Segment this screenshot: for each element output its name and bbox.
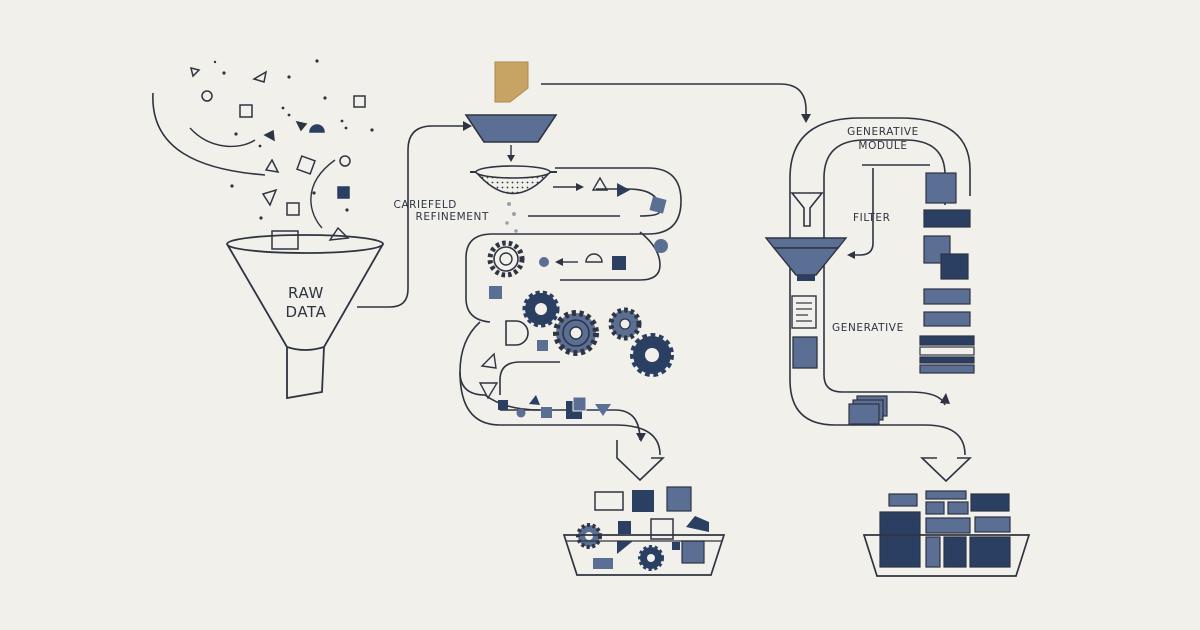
raw-data-stage: RAW DATA	[152, 59, 472, 400]
gear-icon	[576, 523, 602, 549]
falling-grains	[505, 202, 518, 233]
raw-data-funnel	[226, 234, 384, 400]
arrow-head-icon	[463, 121, 472, 131]
arrow-head-icon	[507, 155, 515, 162]
input-stream-curve	[152, 92, 266, 176]
refinement-to-generative-connector	[541, 83, 807, 116]
gear-icon	[553, 310, 599, 356]
filter-funnel-icon	[790, 192, 824, 227]
input-stream-curve	[310, 159, 336, 229]
arrow-head-icon	[940, 393, 950, 404]
gear-icon	[638, 545, 664, 571]
down-arrow-icon	[920, 457, 972, 483]
refinement-stage: CARIEFELD REFINEMENT	[393, 61, 811, 576]
generated-block	[792, 336, 818, 369]
generative-module-label-top: GENERATIVE	[847, 126, 919, 138]
refined-output-bin	[562, 486, 726, 576]
refinement-label-top: CARIEFELD	[393, 199, 457, 211]
raw-data-label-bottom: DATA	[285, 303, 326, 321]
generative-label: GENERATIVE	[832, 322, 904, 334]
document-icon	[791, 295, 817, 329]
arrow-head-icon	[801, 114, 811, 123]
refinement-label-bottom: REFINEMENT	[415, 211, 489, 223]
raw-data-label-top: RAW	[288, 284, 324, 302]
gear-icon	[608, 307, 642, 341]
gold-input-block	[494, 61, 529, 103]
generated-output-bin	[879, 490, 1011, 568]
arrow-head-icon	[636, 433, 646, 442]
raw-to-refinement-connector	[357, 125, 463, 308]
gear-icon	[630, 333, 674, 377]
input-stream-curve	[189, 127, 256, 148]
arrow-head-icon	[576, 183, 584, 191]
arrow-head-icon	[847, 251, 855, 259]
raw-dots	[213, 59, 374, 220]
gear-outline-icon	[487, 240, 525, 278]
down-arrow-icon	[616, 440, 665, 482]
generative-module-label-bottom: MODULE	[858, 140, 907, 152]
generated-bin-frame	[862, 534, 1031, 577]
generated-blocks-stack	[919, 172, 975, 374]
arrow-head-icon	[555, 258, 563, 266]
stacked-cards	[848, 395, 888, 425]
sieve-icon	[470, 165, 557, 195]
gear-icon	[522, 290, 560, 328]
filter-hopper	[764, 237, 848, 281]
generative-loop	[789, 117, 971, 456]
generative-stage: GENERATIVE MODULE FILTER GENERATIVE	[764, 117, 1031, 577]
raw-particles	[189, 66, 366, 250]
hopper	[464, 114, 558, 143]
filter-label: FILTER	[853, 212, 890, 224]
